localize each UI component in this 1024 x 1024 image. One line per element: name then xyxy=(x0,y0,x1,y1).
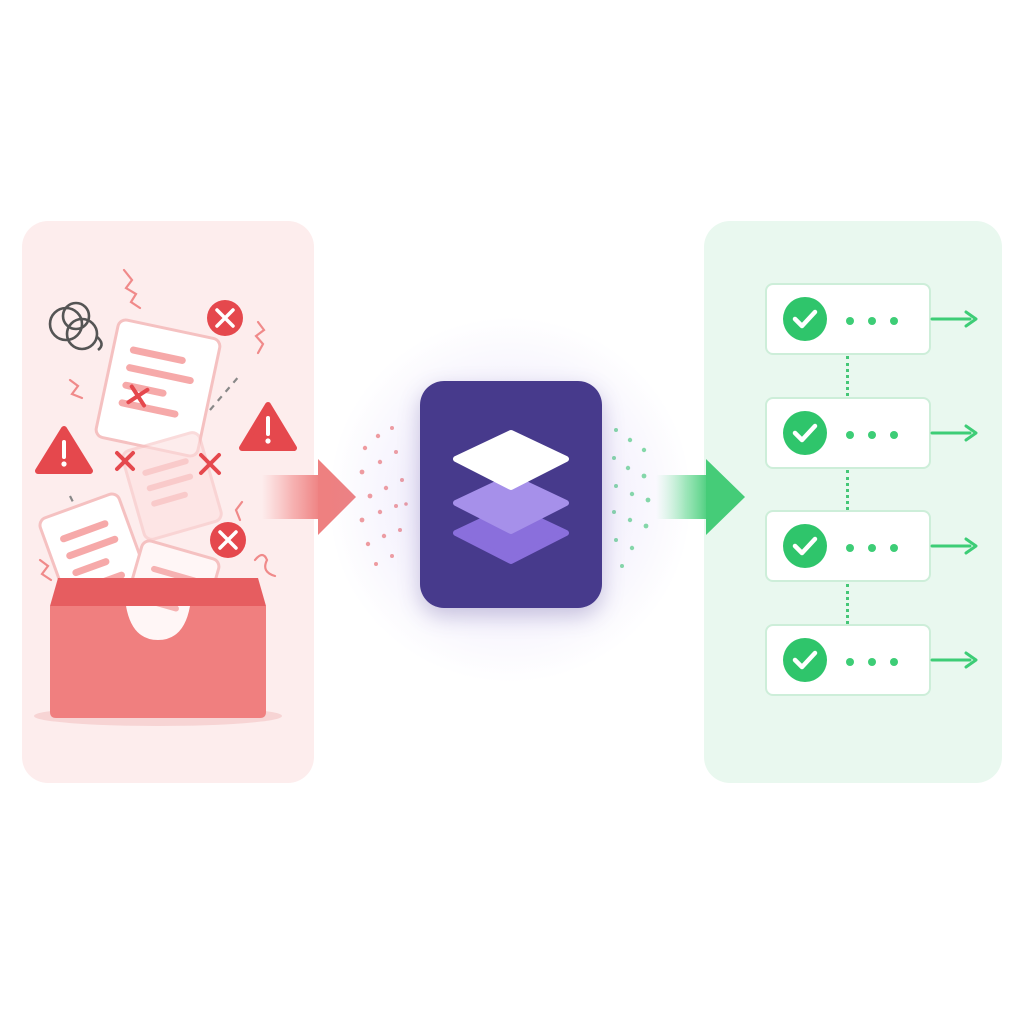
arrow-right-icon xyxy=(262,459,356,535)
ellipsis-icon xyxy=(846,317,854,325)
particle-dots xyxy=(612,428,651,568)
arrow-right-icon xyxy=(930,537,978,555)
step-connector xyxy=(846,470,849,510)
warning-triangle-icon xyxy=(35,426,93,474)
arrow-right-icon xyxy=(930,651,978,669)
layers-stack-icon xyxy=(453,430,569,564)
ellipsis-icon xyxy=(868,658,876,666)
error-x-icon xyxy=(210,522,246,558)
ellipsis-icon xyxy=(846,544,854,552)
ellipsis-icon xyxy=(890,317,898,325)
dashed-squiggle-icon xyxy=(69,374,241,509)
check-circle-icon xyxy=(783,411,827,455)
tangle-icon xyxy=(48,301,103,352)
ellipsis-icon xyxy=(868,317,876,325)
output-step-card xyxy=(765,397,931,469)
document-icon xyxy=(121,431,223,541)
output-step-card xyxy=(765,283,931,355)
arrow-right-icon xyxy=(930,310,978,328)
error-x-icon xyxy=(115,451,221,475)
step-connector xyxy=(846,584,849,624)
squiggle-icon xyxy=(38,268,277,582)
particle-dots xyxy=(359,426,408,566)
ellipsis-icon xyxy=(846,658,854,666)
output-step-card xyxy=(765,624,931,696)
ellipsis-icon xyxy=(846,431,854,439)
ellipsis-icon xyxy=(868,431,876,439)
arrow-right-icon xyxy=(930,424,978,442)
warning-triangle-icon xyxy=(239,402,297,451)
arrow-right-icon xyxy=(656,459,745,535)
ellipsis-icon xyxy=(868,544,876,552)
ellipsis-icon xyxy=(890,544,898,552)
check-circle-icon xyxy=(783,524,827,568)
ellipsis-icon xyxy=(890,431,898,439)
ellipsis-icon xyxy=(890,658,898,666)
check-circle-icon xyxy=(783,638,827,682)
output-step-card xyxy=(765,510,931,582)
check-circle-icon xyxy=(783,297,827,341)
step-connector xyxy=(846,356,849,396)
error-x-icon xyxy=(207,300,243,336)
processor-card xyxy=(420,381,602,608)
inbox-tray-icon xyxy=(34,578,282,726)
